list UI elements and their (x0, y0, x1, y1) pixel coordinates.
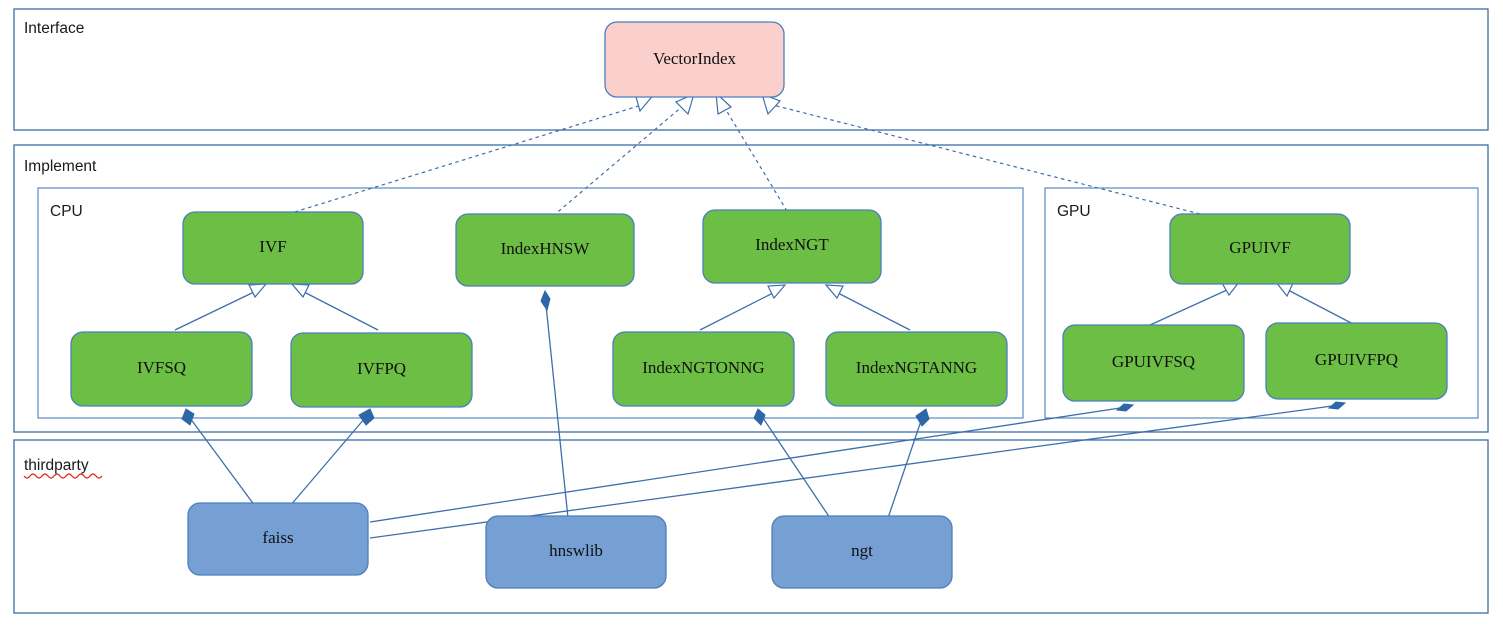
node-ngt[interactable]: ngt (771, 515, 953, 589)
node-label-hnswlib: hnswlib (549, 541, 603, 560)
node-indexhnsw[interactable]: IndexHNSW (455, 213, 635, 287)
node-label-ivf: IVF (259, 237, 286, 256)
edge-indexhnsw-to-vectorindex (552, 92, 695, 217)
node-gpuivfpq[interactable]: GPUIVFPQ (1265, 322, 1448, 400)
edge-indexngt-to-vectorindex (715, 91, 788, 212)
edge-hnswlib-to-indexhnsw (540, 289, 569, 519)
node-faiss[interactable]: faiss (187, 502, 369, 576)
node-label-ngt: ngt (851, 541, 873, 560)
node-label-indexngt: IndexNGT (755, 235, 829, 254)
node-label-indexngtonng: IndexNGTONNG (642, 358, 764, 377)
edge-ngt-to-indexngtanng (887, 408, 930, 519)
edge-faiss-to-ivfpq (289, 408, 375, 507)
node-indexngtanng[interactable]: IndexNGTANNG (825, 331, 1008, 407)
node-label-ivfpq: IVFPQ (357, 359, 406, 378)
edge-indexngtanng-to-indexngt (824, 284, 911, 331)
subgroup-label-cpu: CPU (50, 203, 83, 220)
subgroup-label-gpu: GPU (1057, 203, 1091, 220)
group-label-implement: Implement (24, 158, 97, 175)
node-vectorindex[interactable]: VectorIndex (604, 21, 785, 98)
node-label-gpuivf: GPUIVF (1229, 238, 1290, 257)
node-ivf[interactable]: IVF (182, 211, 364, 285)
node-gpuivfsq[interactable]: GPUIVFSQ (1062, 324, 1245, 402)
node-hnswlib[interactable]: hnswlib (485, 515, 667, 589)
node-label-vectorindex: VectorIndex (653, 49, 737, 68)
edge-faiss-to-ivfsq (181, 408, 256, 507)
node-indexngt[interactable]: IndexNGT (702, 209, 882, 284)
node-ivfsq[interactable]: IVFSQ (70, 331, 253, 407)
node-gpuivf[interactable]: GPUIVF (1169, 213, 1351, 285)
node-indexngtonng[interactable]: IndexNGTONNG (612, 331, 795, 407)
node-label-indexngtanng: IndexNGTANNG (856, 358, 977, 377)
edge-ngt-to-indexngtonng (753, 408, 831, 519)
spellcheck-underline-icon (23, 473, 103, 479)
group-label-thirdparty: thirdparty (24, 457, 89, 474)
edge-indexngtonng-to-indexngt (699, 284, 787, 331)
node-label-indexhnsw: IndexHNSW (501, 239, 591, 258)
edge-faiss-to-gpuivfsq (369, 403, 1135, 523)
group-label-interface: Interface (24, 20, 84, 37)
node-label-faiss: faiss (262, 528, 293, 547)
node-label-gpuivfsq: GPUIVFSQ (1112, 352, 1195, 371)
node-label-gpuivfpq: GPUIVFPQ (1315, 350, 1398, 369)
node-label-ivfsq: IVFSQ (137, 358, 186, 377)
node-ivfpq[interactable]: IVFPQ (290, 332, 473, 408)
